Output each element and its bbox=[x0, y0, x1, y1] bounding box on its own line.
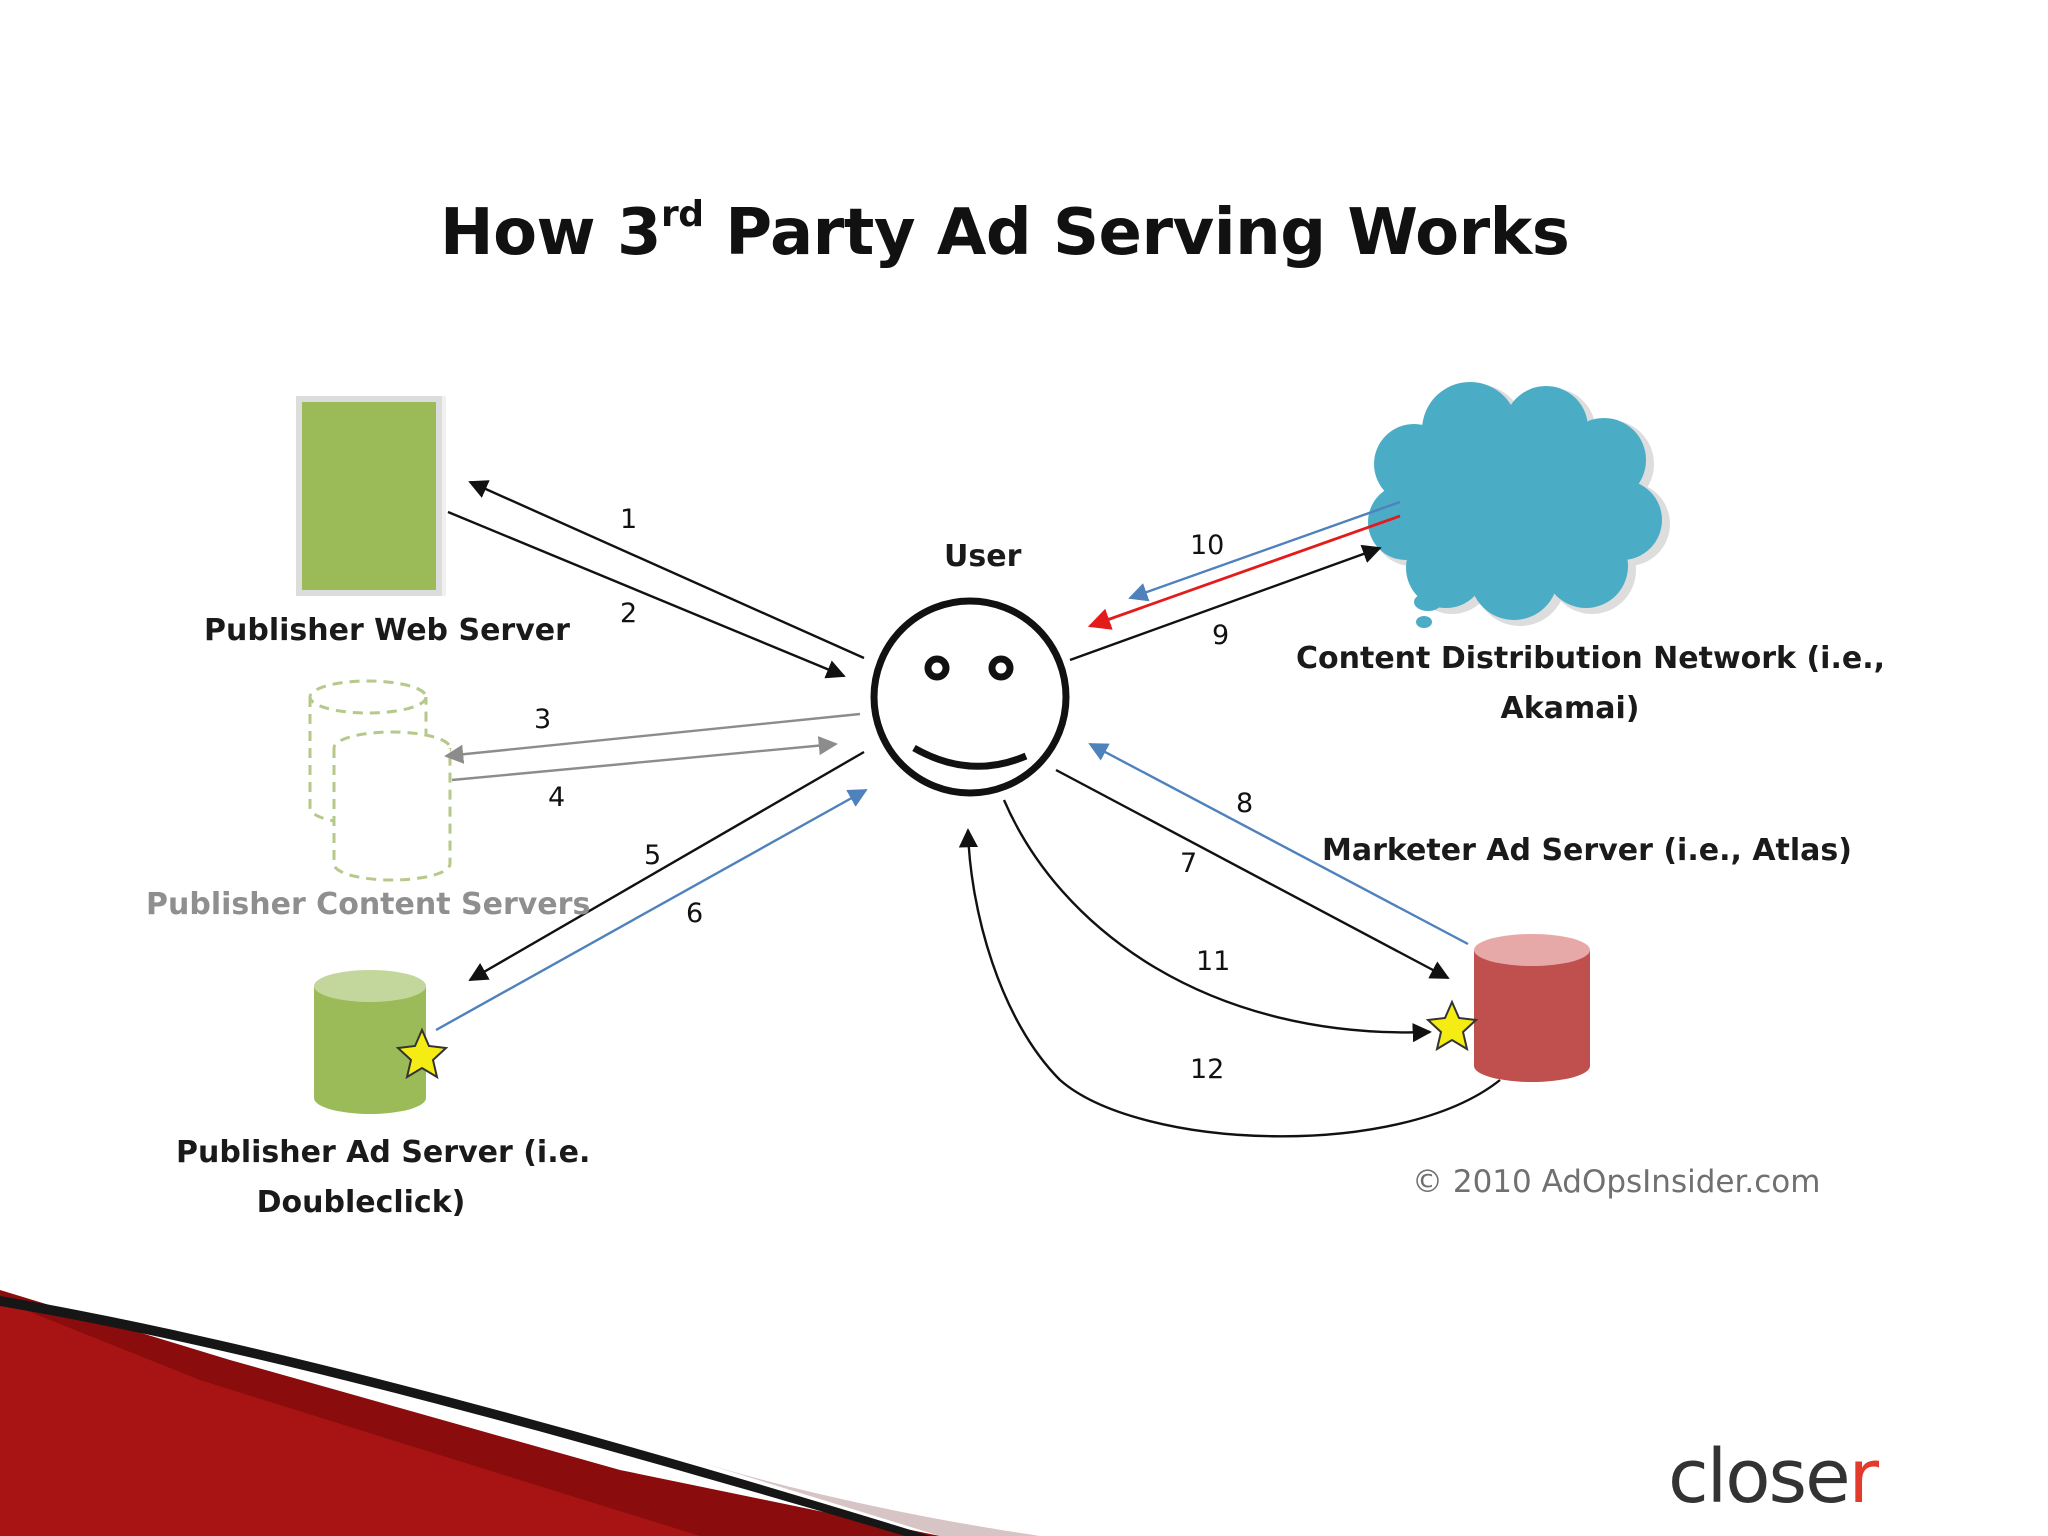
star-icon bbox=[395, 1027, 449, 1080]
arrows bbox=[435, 480, 1501, 1138]
slide-swoosh-decoration bbox=[0, 1290, 1040, 1536]
cdn-label: Content Distribution Network (i.e., Akam… bbox=[1296, 634, 1885, 734]
publisher-web-server-label: Publisher Web Server bbox=[204, 613, 570, 648]
publisher-web-server-icon bbox=[296, 396, 446, 596]
closer-logo: closer bbox=[1668, 1434, 1879, 1520]
cdn-label-line2: Akamai) bbox=[1500, 691, 1640, 726]
copyright-text: © 2010 AdOpsInsider.com bbox=[1412, 1164, 1821, 1200]
arrow-step-10-blue bbox=[1128, 500, 1401, 602]
step-number: 2 bbox=[620, 598, 638, 629]
step-number: 10 bbox=[1190, 530, 1225, 561]
step-number: 6 bbox=[686, 898, 704, 929]
arrow-step-2 bbox=[447, 510, 846, 679]
step-number: 3 bbox=[534, 704, 552, 735]
marketer-ad-server-icon bbox=[1425, 934, 1590, 1082]
user-label: User bbox=[944, 539, 1022, 574]
cdn-label-line1: Content Distribution Network (i.e., bbox=[1296, 641, 1885, 676]
publisher-ad-server-label-line1: Publisher Ad Server (i.e. bbox=[176, 1135, 591, 1170]
user-smiley-icon bbox=[870, 597, 1070, 797]
step-number: 1 bbox=[620, 504, 638, 535]
step-number: 8 bbox=[1236, 788, 1254, 819]
step-number: 9 bbox=[1212, 620, 1230, 651]
arrow-step-3 bbox=[444, 712, 861, 764]
arrow-step-9 bbox=[1069, 544, 1382, 662]
marketer-ad-server-label: Marketer Ad Server (i.e., Atlas) bbox=[1322, 833, 1852, 868]
page-title: How 3rd Party Ad Serving Works bbox=[440, 193, 1570, 270]
arrow-step-12 bbox=[958, 828, 1501, 1138]
step-number: 5 bbox=[644, 840, 662, 871]
arrow-step-6 bbox=[435, 788, 868, 1032]
publisher-ad-server-label-line2: Doubleclick) bbox=[256, 1185, 466, 1220]
publisher-content-servers-label: Publisher Content Servers bbox=[146, 887, 591, 922]
arrow-step-11 bbox=[1002, 799, 1432, 1043]
publisher-ad-server-icon bbox=[314, 970, 449, 1114]
step-number: 11 bbox=[1196, 946, 1231, 977]
cdn-cloud-icon bbox=[1368, 382, 1670, 628]
star-icon bbox=[1425, 999, 1479, 1052]
arrow-step-5 bbox=[468, 750, 865, 982]
arrow-step-4 bbox=[451, 736, 838, 782]
step-number: 12 bbox=[1190, 1054, 1225, 1085]
arrow-step-8 bbox=[1088, 742, 1469, 946]
step-number: 4 bbox=[548, 782, 566, 813]
publisher-ad-server-label: Publisher Ad Server (i.e. Doubleclick) bbox=[176, 1128, 591, 1228]
arrow-step-1 bbox=[468, 480, 865, 660]
publisher-content-servers-icon bbox=[308, 679, 452, 882]
step-number: 7 bbox=[1180, 848, 1198, 879]
arrow-step-10-red bbox=[1087, 514, 1401, 630]
arrow-step-7 bbox=[1055, 768, 1450, 980]
